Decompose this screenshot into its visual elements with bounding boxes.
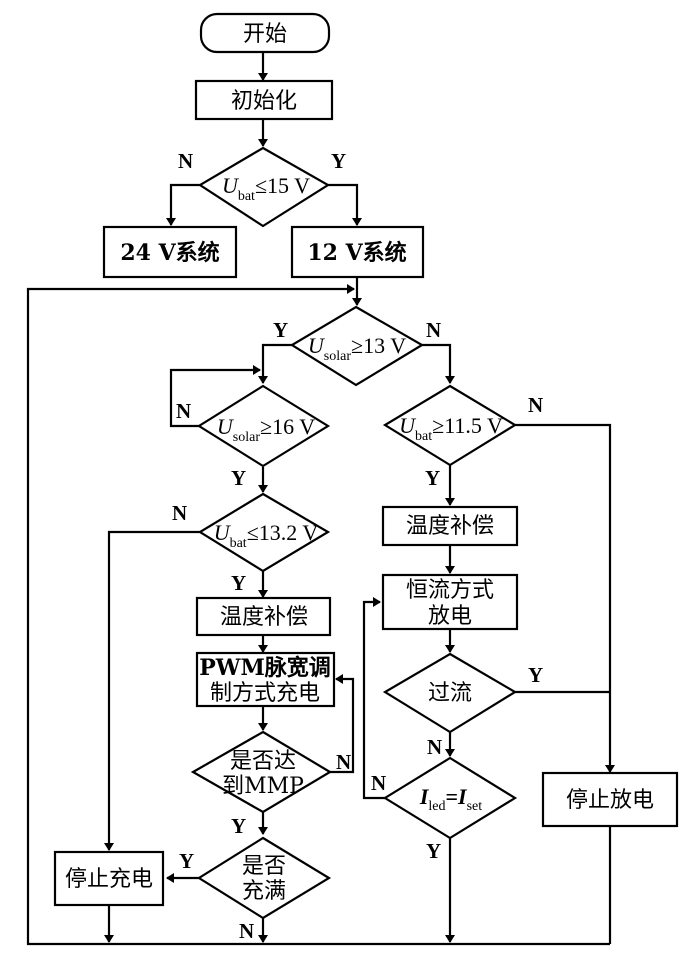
arrow-dec1-yes — [328, 183, 362, 226]
dec1-text: Ubat≤15 V — [222, 173, 310, 204]
label-usolar13-yes: Y — [273, 318, 288, 342]
label-ubat115-no: N — [528, 393, 543, 417]
arrow-dec1-no — [166, 183, 200, 226]
node-stop-discharge: 停止放电 — [541, 771, 679, 828]
label-ubat115-yes: Y — [425, 466, 440, 490]
mmp-label-line2: 到MMP — [222, 774, 304, 799]
label-mmp-yes: Y — [231, 814, 246, 838]
iled-var2: I — [457, 784, 468, 809]
temp-comp-right-label: 温度补偿 — [406, 514, 494, 539]
pwm-label-line1: PWM脉宽调 — [199, 655, 331, 681]
label-usolar13-no: N — [426, 318, 441, 342]
node-init: 初始化 — [194, 79, 334, 121]
decision-usolar-16v: Usolar≥16 V — [196, 384, 331, 468]
cc-label-line1: 恒流方式 — [406, 578, 494, 603]
arrow-dec2-no — [422, 343, 455, 384]
dec4-op: ≥ — [432, 413, 444, 438]
iled-sub1: led — [428, 799, 445, 814]
label-iled-yes: Y — [426, 839, 441, 863]
arrow-main-loop — [26, 284, 610, 946]
label-ubat15-no: N — [178, 149, 193, 173]
decision-usolar-13v: Usolar≥13 V — [289, 305, 425, 387]
pwm-label-line2: 制方式充电 — [210, 681, 320, 706]
node-pwm-charge: PWM脉宽调 制方式充电 — [195, 651, 336, 708]
dec5-op: ≤ — [247, 520, 259, 545]
decision-fully-charged: 是否 充满 — [196, 836, 332, 920]
temp-comp-left-label: 温度补偿 — [220, 605, 308, 630]
dec2-var: U — [308, 333, 326, 358]
decision-ubat-13-2v: Ubat≤13.2 V — [197, 492, 331, 573]
dec2-sub: solar — [324, 349, 352, 364]
decision-iled-iset: Iled=Iset — [382, 756, 518, 840]
dec3-sub: solar — [233, 430, 261, 445]
label-mmp-no: N — [336, 750, 351, 774]
sys12-label: 12 V系统 — [307, 240, 406, 266]
init-label: 初始化 — [231, 89, 297, 114]
arrow-dec3-no-loop — [169, 365, 261, 428]
label-ubat132-yes: Y — [231, 571, 246, 595]
dec5-text: Ubat≤13.2 V — [214, 520, 319, 551]
label-usolar16-yes: Y — [231, 466, 246, 490]
dec1-var: U — [222, 173, 240, 198]
dec1-value: 15 V — [267, 173, 310, 198]
dec5-sub: bat — [230, 536, 247, 551]
dec3-op: ≥ — [260, 414, 272, 439]
node-start: 开始 — [199, 12, 331, 54]
dec2-text: Usolar≥13 V — [308, 333, 406, 364]
dec3-var: U — [217, 414, 235, 439]
decision-mmp: 是否达 到MMP — [190, 730, 333, 814]
iled-sub2: set — [467, 799, 483, 814]
label-overcurrent-yes: Y — [528, 663, 543, 687]
dec5-value: 13.2 V — [259, 520, 319, 545]
node-temp-comp-right: 温度补偿 — [381, 505, 519, 547]
decision-ubat-11-5v: Ubat≥11.5 V — [382, 384, 518, 467]
dec1-op: ≤ — [255, 173, 267, 198]
node-24v-system: 24 V系统 — [102, 225, 238, 279]
arrow-iled-no-loop — [362, 597, 385, 800]
iled-eq: = — [446, 784, 459, 809]
sys24-label: 24 V系统 — [120, 240, 219, 266]
decision-ubat-15v: Ubat≤15 V — [197, 146, 331, 228]
dec3-text: Usolar≥16 V — [217, 414, 315, 445]
iled-var1: I — [419, 784, 430, 809]
arrow-mmp-no-loop — [330, 674, 355, 774]
iled-text: Iled=Iset — [419, 784, 482, 814]
label-iled-no: N — [371, 771, 386, 795]
dec3-value: 16 V — [272, 414, 315, 439]
overcurrent-label: 过流 — [428, 681, 472, 706]
full-label-line1: 是否 — [242, 854, 286, 879]
label-ubat15-yes: Y — [331, 149, 346, 173]
decision-overcurrent: 过流 — [382, 652, 518, 734]
label-ubat132-no: N — [172, 501, 187, 525]
node-temp-comp-left: 温度补偿 — [195, 596, 332, 637]
mmp-label-line1: 是否达 — [230, 749, 296, 774]
dec4-sub: bat — [415, 429, 432, 444]
dec4-value: 11.5 V — [444, 413, 503, 438]
arrow-dec4-no — [515, 423, 615, 773]
full-label-line2: 充满 — [242, 879, 286, 904]
label-full-no: N — [239, 919, 254, 943]
label-usolar16-no: N — [176, 399, 191, 423]
label-full-yes: Y — [179, 849, 194, 873]
node-12v-system: 12 V系统 — [290, 225, 425, 279]
connectors — [26, 53, 615, 946]
node-cc-discharge: 恒流方式 放电 — [381, 573, 519, 631]
start-label: 开始 — [243, 22, 287, 47]
branch-labels: N Y Y N N Y N Y N Y Y N N Y N Y Y N — [172, 149, 543, 943]
arrow-dec2-yes — [258, 343, 292, 384]
cc-label-line2: 放电 — [428, 604, 472, 629]
dec5-var: U — [214, 520, 232, 545]
stop-charge-label: 停止充电 — [65, 867, 153, 892]
node-stop-charge: 停止充电 — [53, 850, 165, 907]
dec1-sub: bat — [238, 189, 255, 204]
dec4-text: Ubat≥11.5 V — [399, 413, 503, 444]
arrow-dec5-no — [104, 530, 200, 851]
dec2-value: 13 V — [363, 333, 406, 358]
dec2-op: ≥ — [351, 333, 363, 358]
dec4-var: U — [399, 413, 417, 438]
stop-discharge-label: 停止放电 — [566, 788, 654, 813]
label-overcurrent-no: N — [427, 735, 442, 759]
